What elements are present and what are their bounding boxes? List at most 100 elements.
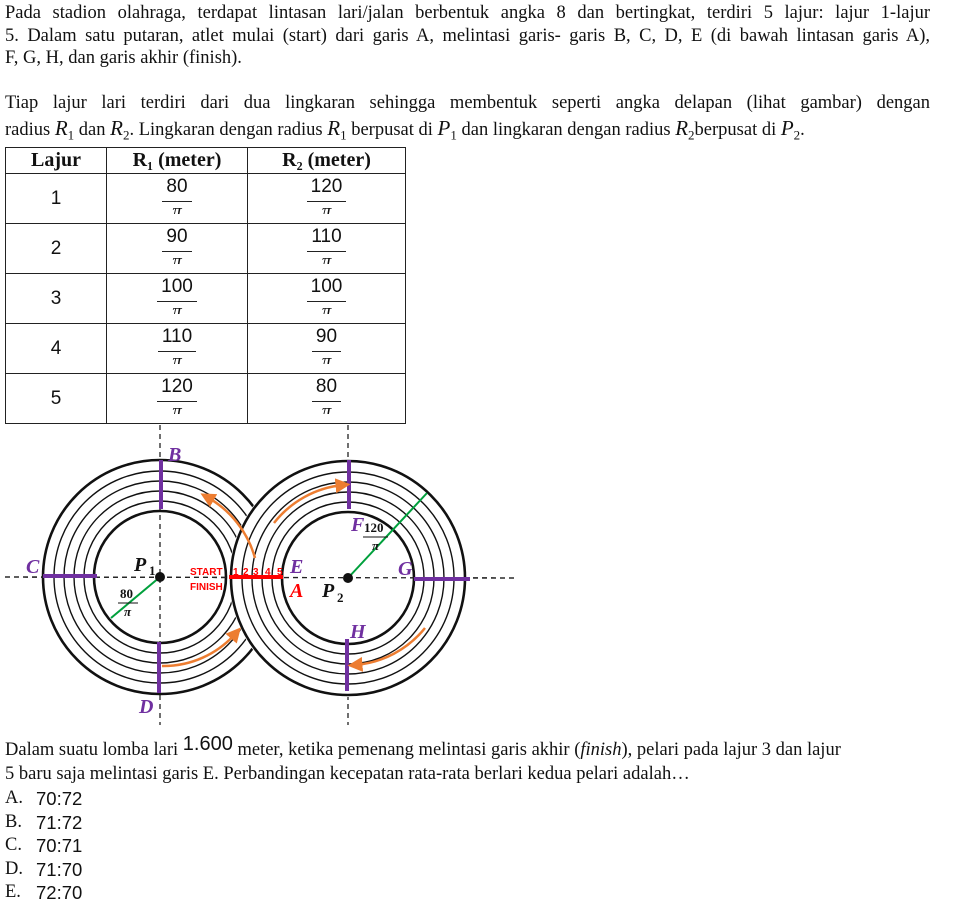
denominator-pi: π: [321, 202, 332, 214]
numerator: 110: [307, 227, 346, 252]
option-value: 71:72: [36, 811, 83, 833]
label-e: E: [289, 556, 303, 578]
text: ), pelari pada lajur 3 dan lajur: [621, 740, 841, 760]
option-letter: B.: [5, 811, 22, 832]
distance-value: 1.600: [182, 733, 233, 755]
header-r1: R₁ (meter): [106, 147, 248, 174]
lane-number-label: 2: [243, 567, 249, 578]
answer-option[interactable]: B. 71:72: [5, 811, 82, 833]
text: berpusat di: [346, 120, 438, 140]
cell-lajur: 2: [5, 223, 107, 274]
label-b: B: [167, 444, 181, 466]
text: dan lingkaran dengan radius: [456, 120, 676, 140]
numerator: 120: [157, 377, 197, 402]
answer-option[interactable]: A. 70:72: [5, 788, 82, 809]
option-letter: A.: [5, 788, 23, 808]
denominator-pi: π: [172, 202, 182, 214]
cell-lajur: 4: [5, 323, 107, 374]
radius-r1-pi: π: [124, 604, 132, 619]
numerator: 80: [162, 177, 192, 202]
numerator: 80: [311, 377, 342, 402]
direction-arrow-icon: [347, 627, 426, 672]
option-value: 70:72: [36, 788, 83, 809]
label-p2: P: [321, 580, 335, 602]
sub: 1: [450, 127, 457, 143]
text: dan: [74, 120, 111, 140]
denominator-pi: π: [321, 302, 332, 314]
start-label: START: [190, 567, 223, 578]
answer-option[interactable]: E.72:70: [5, 882, 82, 903]
numerator: 100: [306, 277, 347, 302]
header-r2: R₂ (meter): [247, 147, 406, 174]
direction-arrow-icon: [273, 478, 351, 524]
denominator-pi: π: [321, 402, 332, 414]
denominator-pi: π: [172, 302, 182, 314]
label-p1-sub: 1: [149, 563, 156, 578]
answer-option[interactable]: C.70:71: [5, 835, 82, 856]
intro-line-2: 5. Dalam satu putaran, atlet mulai (star…: [5, 26, 930, 46]
lane-number-label: 5: [277, 567, 283, 578]
radius-r1-numerator: 80: [120, 586, 133, 601]
cell-lajur: 3: [5, 273, 107, 324]
intro-line-1: Pada stadion olahraga, terdapat lintasan…: [5, 3, 930, 23]
text: radius: [5, 120, 55, 140]
lane-number-label: 3: [253, 567, 259, 578]
intro-line-4: Tiap lajur lari terdiri dari dua lingkar…: [5, 93, 930, 113]
text: finish: [580, 740, 622, 760]
label-a: A: [288, 580, 303, 602]
sub: 2: [122, 127, 130, 143]
center-p2: [343, 573, 353, 583]
radius-line-r2: [347, 492, 428, 579]
text: berpusat di: [694, 120, 781, 140]
var-r1: R: [327, 116, 341, 140]
var-p2: P: [780, 116, 794, 140]
option-letter: C.: [5, 835, 22, 855]
numerator: 110: [157, 327, 197, 352]
direction-arrow-icon: [161, 627, 241, 668]
var-r1: R: [54, 116, 68, 140]
question-line-2: 5 baru saja melintasi garis E. Perbandin…: [5, 764, 690, 784]
numerator: 120: [306, 177, 347, 202]
label-p1: P: [133, 554, 147, 576]
finish-label: FINISH: [190, 582, 223, 593]
radius-r2-numerator: 120: [364, 520, 384, 535]
denominator-pi: π: [172, 252, 182, 264]
table-header: Lajur R₁ (meter) R₂ (meter): [5, 147, 406, 174]
denominator-pi: π: [172, 352, 182, 364]
header-lajur: Lajur: [5, 147, 107, 174]
label-h: H: [349, 621, 367, 643]
label-f: F: [350, 514, 365, 536]
cell-lajur: 1: [5, 173, 107, 224]
lane-number-label: 4: [265, 567, 271, 578]
var-r2: R: [110, 116, 123, 140]
denominator-pi: π: [321, 252, 332, 264]
lane-number-label: 1: [233, 567, 239, 578]
answer-option[interactable]: D.71:70: [5, 859, 82, 880]
label-d: D: [138, 696, 153, 718]
denominator-pi: π: [321, 352, 332, 364]
cell-lajur: 5: [5, 373, 107, 424]
label-p2-sub: 2: [337, 590, 344, 605]
